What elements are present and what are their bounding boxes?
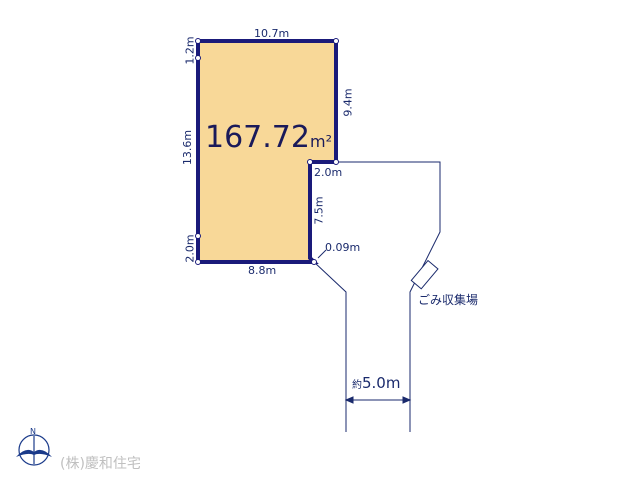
road-outline: [313, 161, 441, 432]
road-width-dimension: [344, 396, 412, 404]
dim-corner-cut: 0.09m: [325, 241, 361, 254]
dim-bottom: 8.8m: [248, 264, 277, 277]
road-width-prefix: 約: [352, 380, 362, 391]
dim-right-upper: 9.4m: [341, 88, 355, 117]
compass-icon: [16, 434, 52, 466]
company-name: (株)慶和住宅: [60, 456, 141, 472]
dim-left-middle: 13.6m: [181, 129, 195, 166]
dim-left-bottom: 2.0m: [183, 234, 197, 263]
dim-step: 2.0m: [314, 166, 343, 179]
dim-right-lower: 7.5m: [312, 196, 326, 225]
road-width-value: 5.0m: [362, 374, 401, 392]
lot-area: 167.72m²: [205, 120, 332, 155]
garbage-station-box: [410, 259, 439, 290]
dim-left-top: 1.2m: [183, 36, 197, 65]
garbage-station-label: ごみ収集場: [418, 293, 479, 307]
boundary-points: [195, 38, 339, 265]
compass-north-label: N: [30, 427, 36, 436]
dim-top: 10.7m: [254, 27, 290, 40]
lot-shape: [196, 39, 338, 264]
lot-area-unit: m²: [309, 132, 332, 151]
road-width-label: 約5.0m: [352, 374, 400, 392]
lot-area-value: 167.72: [205, 120, 310, 155]
